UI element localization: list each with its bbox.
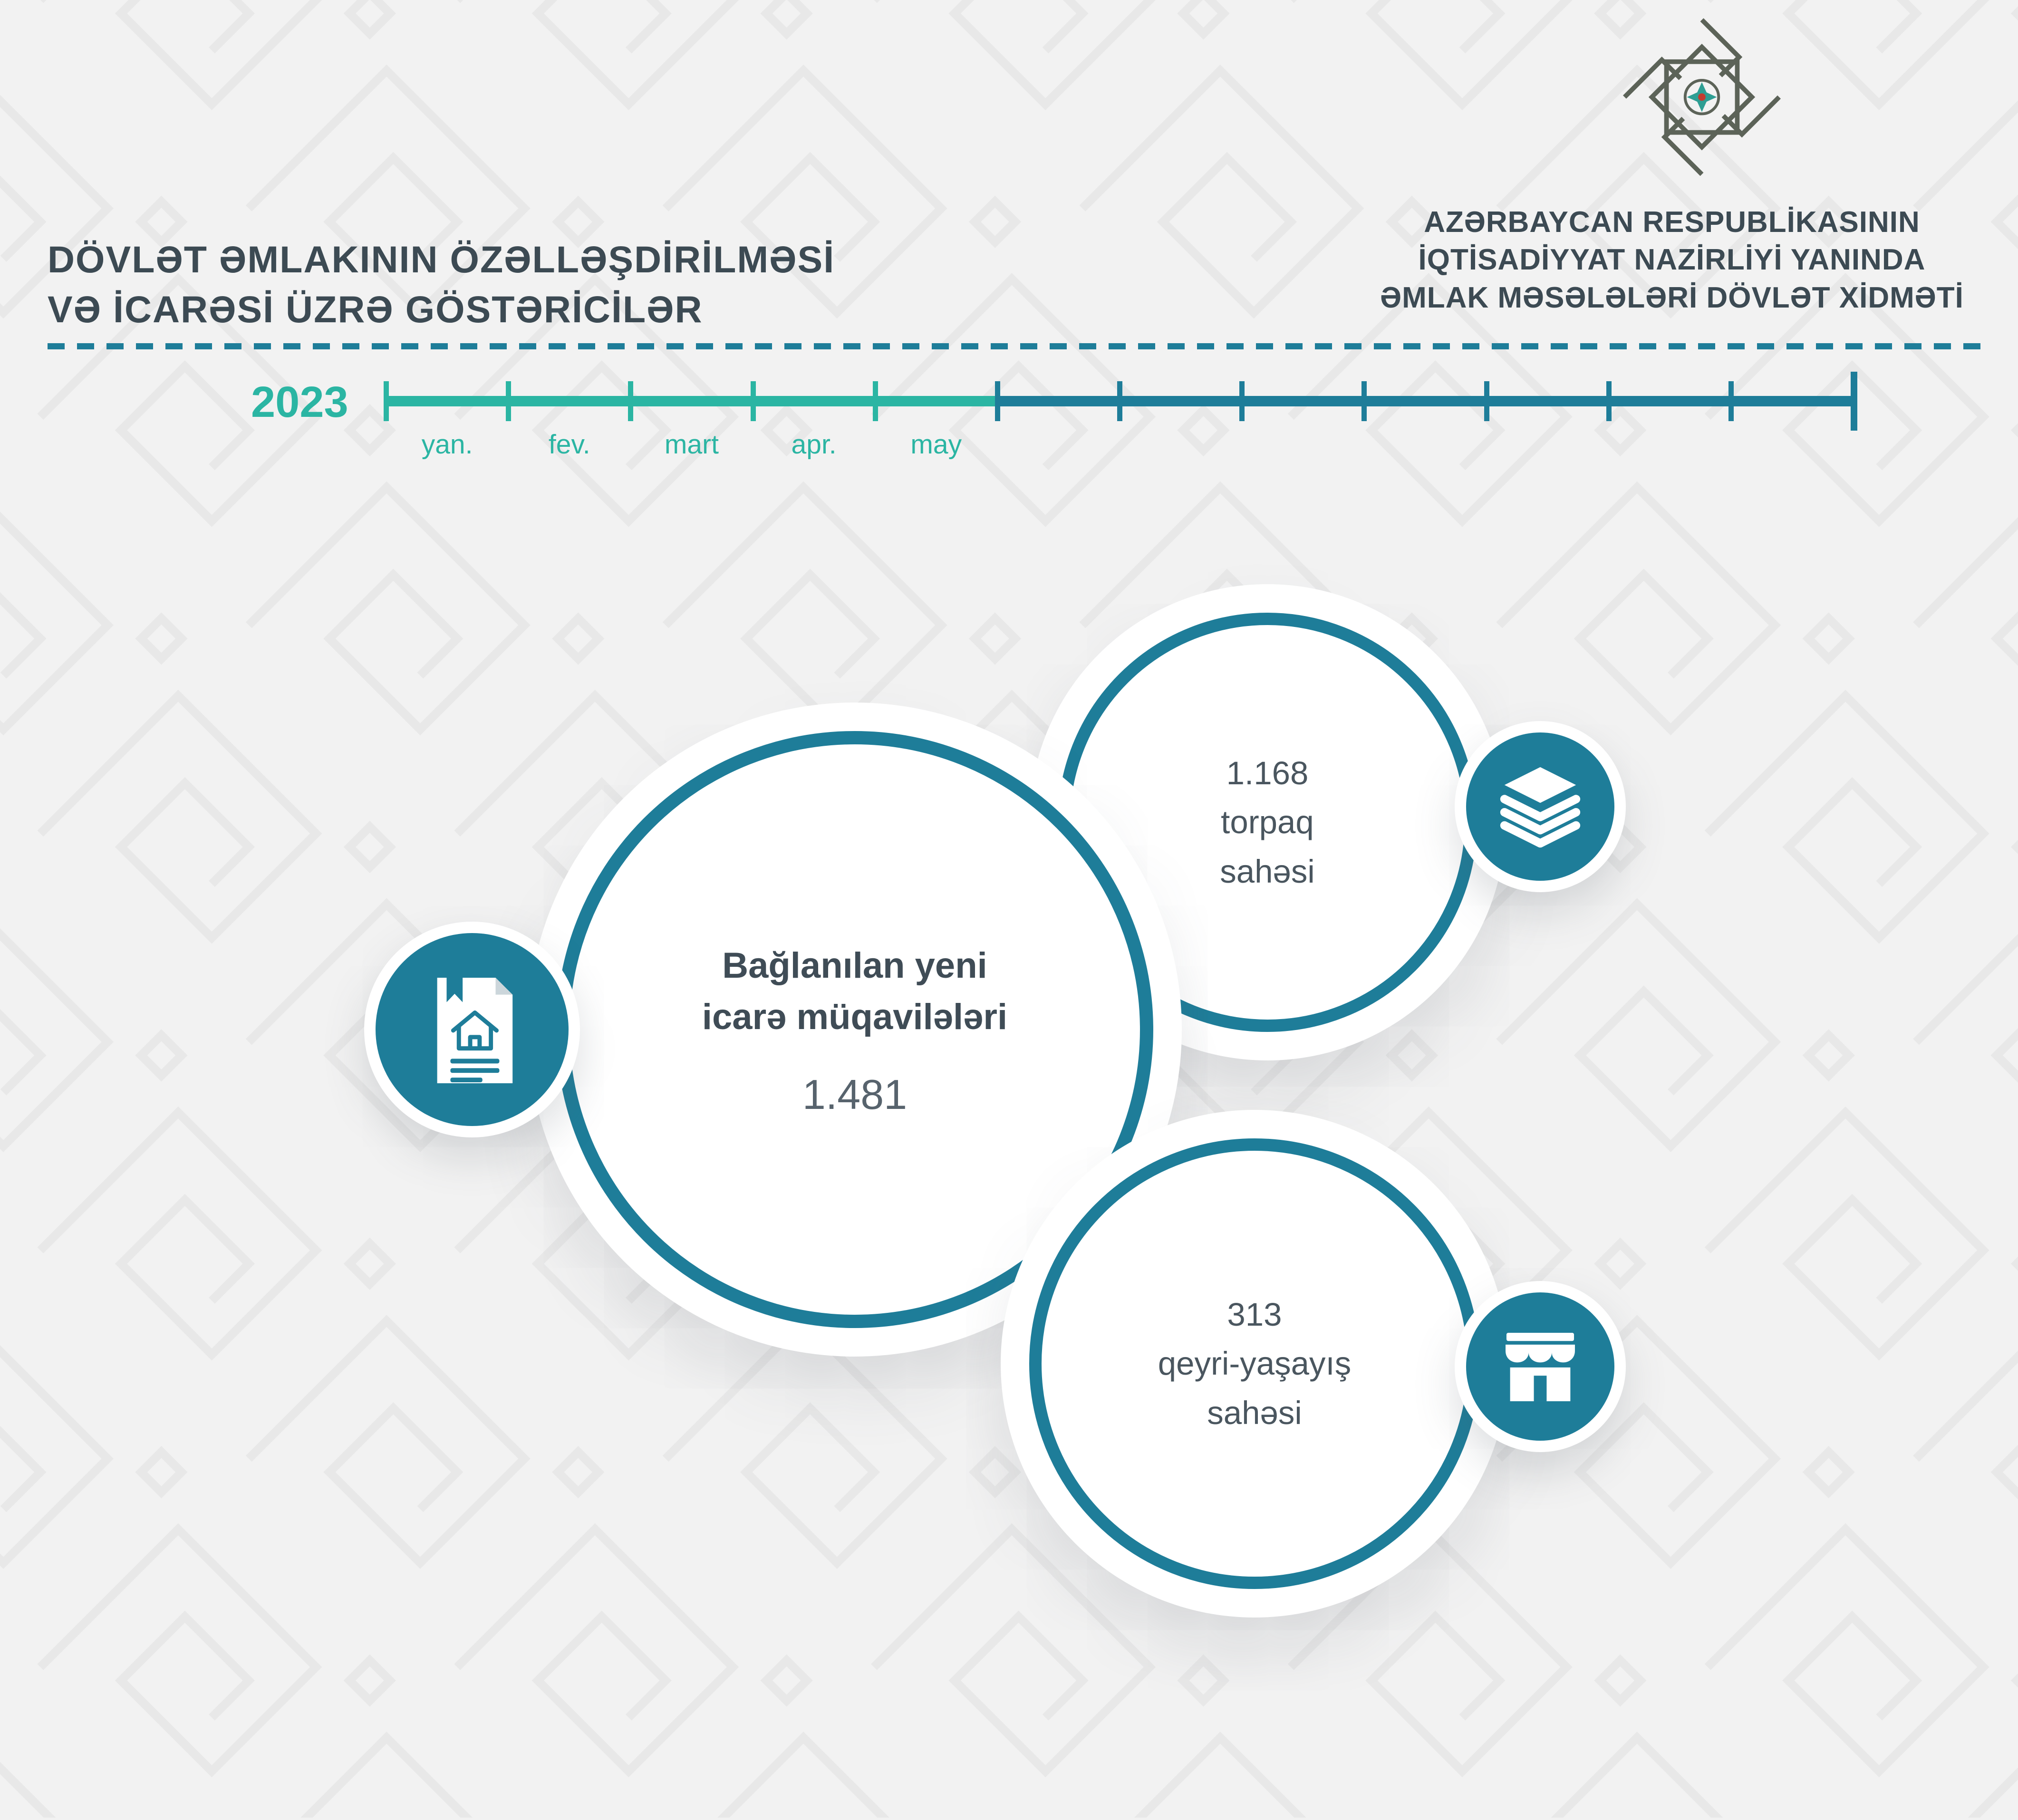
page-title-line-2: VƏ İCARƏSİ ÜZRƏ GÖSTƏRİCİLƏR bbox=[48, 288, 703, 330]
timeline-month-label: yan. bbox=[421, 429, 473, 460]
stat-bubble-non-residential: 313 qeyri-yaşayış sahəsi bbox=[1029, 1138, 1480, 1589]
stat-bubble-contracts: Bağlanılan yeni icarə müqavilələri 1.481 bbox=[556, 731, 1153, 1328]
stat-contracts-value: 1.481 bbox=[802, 1070, 908, 1118]
timeline-tick bbox=[384, 381, 389, 421]
dashed-separator bbox=[48, 343, 1986, 349]
emblem-icon bbox=[1622, 18, 1781, 176]
agency-logo bbox=[1590, 9, 1814, 195]
agency-name-line-3: ƏMLAK MƏSƏLƏLƏRİ DÖVLƏT XİDMƏTİ bbox=[1380, 281, 1964, 314]
timeline-tick bbox=[1606, 381, 1612, 421]
contracts-icon-badge bbox=[376, 933, 569, 1126]
storefront-icon bbox=[1506, 1332, 1575, 1401]
timeline-tick bbox=[872, 381, 878, 421]
timeline-tick bbox=[1361, 381, 1367, 421]
timeline-tick bbox=[750, 381, 756, 421]
timeline-tick bbox=[1117, 381, 1122, 421]
timeline-tick bbox=[628, 381, 634, 421]
stat-land-value: 1.168 bbox=[1226, 754, 1309, 791]
timeline-month-labels: yan. fev. mart apr. may bbox=[386, 429, 1853, 467]
page-title: DÖVLƏT ƏMLAKININ ÖZƏLLƏŞDİRİLMƏSİ VƏ İCA… bbox=[48, 234, 835, 334]
stat-non-residential-label-1: qeyri-yaşayış bbox=[1158, 1345, 1352, 1382]
timeline-tick bbox=[1728, 381, 1734, 421]
timeline-month-label: may bbox=[910, 429, 962, 460]
non-residential-icon-badge bbox=[1466, 1292, 1614, 1441]
stat-non-residential-value: 313 bbox=[1227, 1296, 1282, 1333]
stat-land-label-1: torpaq bbox=[1221, 804, 1314, 841]
stat-contracts-label: Bağlanılan yeni icarə müqavilələri bbox=[702, 940, 1007, 1043]
timeline-tick bbox=[995, 381, 1000, 421]
timeline-elapsed-fill bbox=[386, 396, 997, 406]
timeline-tick bbox=[1239, 381, 1245, 421]
timeline-year: 2023 bbox=[251, 378, 348, 426]
timeline-month-label: fev. bbox=[548, 429, 590, 460]
stat-land-label-2: sahəsi bbox=[1220, 853, 1315, 890]
timeline-month-label: apr. bbox=[791, 429, 837, 460]
timeline-month-label: mart bbox=[664, 429, 719, 460]
agency-name-line-2: İQTİSADİYYAT NAZİRLİYİ YANINDA bbox=[1418, 243, 1926, 277]
land-icon-badge bbox=[1466, 732, 1614, 881]
agency-name-line-1: AZƏRBAYCAN RESPUBLİKASININ bbox=[1424, 206, 1920, 239]
timeline-tick bbox=[1851, 372, 1857, 431]
timeline-tick bbox=[1484, 381, 1489, 421]
stat-land-text: 1.168 torpaq sahəsi bbox=[1220, 749, 1314, 896]
stat-non-residential-text: 313 qeyri-yaşayış sahəsi bbox=[1158, 1290, 1351, 1438]
timeline-tick bbox=[506, 381, 512, 421]
stat-contracts-label-2: icarə müqavilələri bbox=[702, 997, 1008, 1037]
layers-icon bbox=[1500, 767, 1581, 848]
stat-non-residential-label-2: sahəsi bbox=[1207, 1394, 1302, 1431]
contract-document-icon bbox=[437, 971, 513, 1083]
agency-name: AZƏRBAYCAN RESPUBLİKASININ İQTİSADİYYAT … bbox=[1349, 203, 1995, 317]
stat-contracts-label-1: Bağlanılan yeni bbox=[722, 945, 987, 986]
timeline-bar bbox=[384, 372, 1857, 431]
page-title-line-1: DÖVLƏT ƏMLAKININ ÖZƏLLƏŞDİRİLMƏSİ bbox=[48, 238, 835, 280]
